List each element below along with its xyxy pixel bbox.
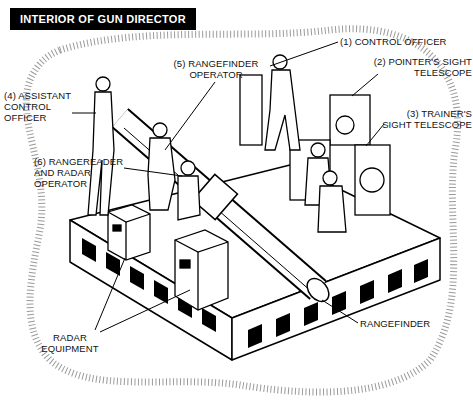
leader-line — [366, 124, 384, 146]
rangefinder-tube — [120, 118, 318, 290]
radar-knob — [113, 225, 121, 231]
window — [276, 313, 290, 337]
leader-lines — [72, 42, 384, 332]
platform-front — [70, 220, 232, 360]
crew-figures — [88, 55, 346, 232]
tube-end — [303, 274, 334, 305]
window — [130, 266, 144, 290]
window — [304, 302, 318, 326]
sight-housing — [330, 95, 370, 145]
radar-box — [108, 205, 150, 260]
window — [414, 259, 428, 283]
head — [96, 77, 110, 91]
sight-housing — [355, 145, 390, 215]
stipple-outline — [26, 29, 457, 392]
radar-box — [175, 230, 228, 310]
leader-line — [95, 258, 125, 330]
leader-line — [322, 300, 358, 323]
leader-line — [124, 168, 182, 176]
window — [360, 280, 374, 304]
equipment-rear — [240, 75, 390, 215]
head — [181, 161, 195, 175]
body — [318, 186, 346, 232]
stipple-outline — [26, 29, 457, 392]
leader-line — [270, 42, 338, 66]
head — [153, 123, 167, 137]
leader-line — [100, 290, 190, 332]
radar-box-edge — [125, 222, 126, 260]
radar-box-edge — [175, 240, 228, 252]
part-label: RANGEFINDER — [360, 318, 460, 329]
window — [82, 238, 96, 262]
rangefinder-tube — [120, 118, 333, 306]
head — [323, 171, 337, 185]
window — [202, 308, 216, 332]
leader-line — [352, 74, 378, 96]
radar-knob — [180, 260, 190, 268]
tube-shade — [124, 128, 312, 292]
body — [178, 176, 200, 220]
rangefinder-tube — [120, 118, 318, 290]
callout-label: (1) CONTROL OFFICER — [340, 36, 470, 47]
handwheel — [360, 168, 384, 192]
leader-line — [72, 113, 96, 114]
callout-label: (2) POINTER'S SIGHT TELESCOPE — [372, 56, 472, 78]
console — [240, 75, 262, 145]
window — [388, 269, 402, 293]
window — [248, 324, 262, 348]
callout-label: (4) ASSISTANT CONTROL OFFICER — [4, 90, 80, 123]
title-banner: INTERIOR OF GUN DIRECTOR — [10, 8, 196, 30]
radar-box-edge — [108, 212, 150, 222]
handwheel — [336, 116, 354, 134]
radar-equipment — [108, 205, 228, 310]
head — [311, 143, 325, 157]
leader-line — [165, 82, 215, 150]
body — [265, 70, 300, 150]
callout-label: (6) RANGEREADER AND RADAR OPERATOR — [34, 156, 124, 189]
body — [88, 92, 114, 215]
callout-label: (5) RANGEFINDER OPERATOR — [170, 58, 262, 80]
part-label: RADAR EQUIPMENT — [34, 332, 106, 354]
callout-label: (3) TRAINER'S SIGHT TELESCOPE — [376, 108, 472, 130]
radar-box-edge — [197, 252, 198, 310]
window — [154, 280, 168, 304]
